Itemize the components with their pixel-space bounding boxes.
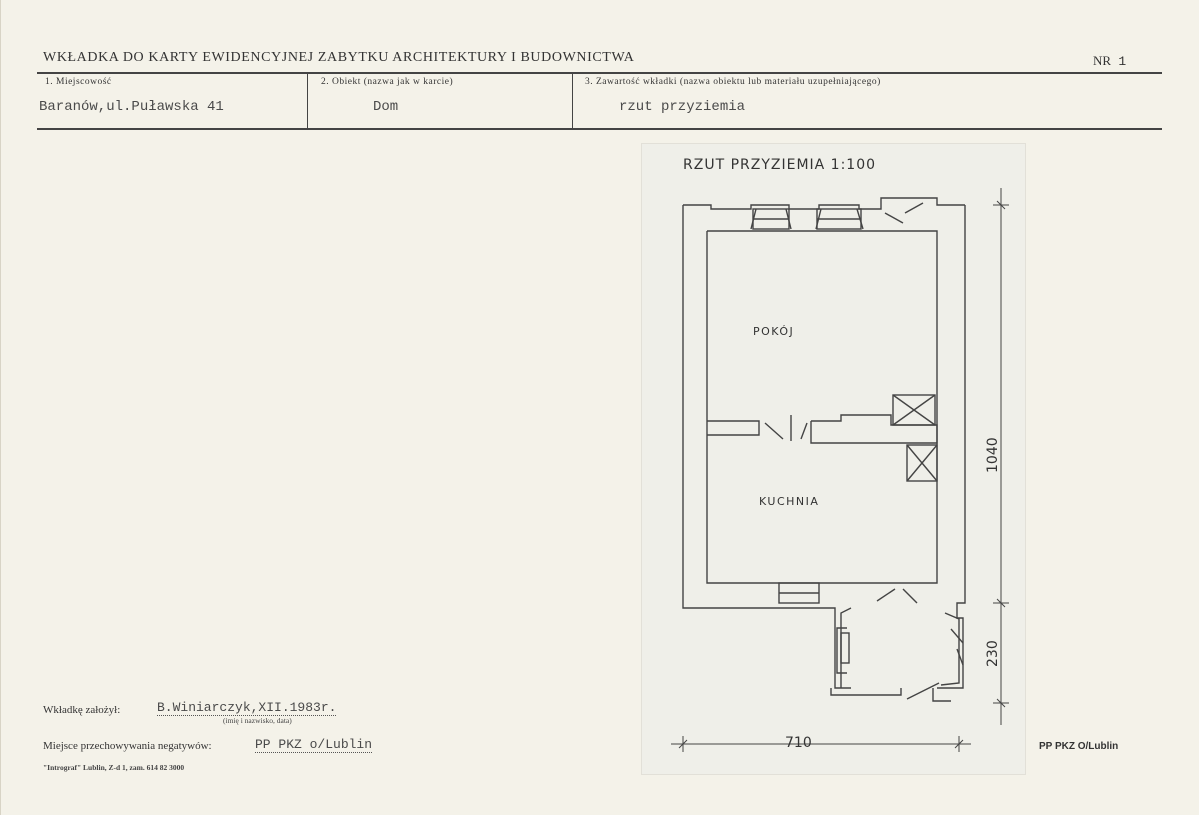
partition-wall-right	[810, 414, 938, 444]
dim-label-230: 230	[985, 640, 1001, 667]
card-number-label: NR	[1093, 53, 1112, 68]
founded-label: Wkładkę założył:	[43, 704, 121, 716]
storage-value: PP PKZ o/Lublin	[255, 737, 373, 753]
field-2-label: 2. Obiekt (nazwa jak w karcie)	[321, 77, 454, 87]
field-3-value: rzut przyziemia	[619, 99, 746, 115]
field-divider-1	[307, 74, 308, 128]
field-1-label: 1. Miejscowość	[45, 77, 112, 87]
field-3-label: 3. Zawartość wkładki (nazwa obiektu lub …	[585, 77, 881, 87]
inner-wall	[706, 230, 938, 584]
plan-title: RZUT PRZYZIEMIA 1:100	[683, 157, 876, 173]
field-divider-2	[572, 74, 573, 128]
field-1-value: Baranów,ul.Puławska 41	[39, 99, 224, 115]
founded-hint: (imię i nazwisko, data)	[223, 716, 292, 725]
card-number-value: 1	[1118, 54, 1127, 69]
card-number: NR 1	[1093, 53, 1126, 69]
dim-label-1040: 1040	[985, 437, 1001, 473]
chimney-2	[906, 444, 938, 482]
header-top-rule	[37, 72, 1162, 74]
founded-value: B.Winiarczyk,XII.1983r.	[157, 700, 337, 716]
porch-window	[840, 632, 850, 664]
card-title: WKŁADKA DO KARTY EWIDENCYJNEJ ZABYTKU AR…	[43, 50, 635, 65]
dim-label-710: 710	[785, 735, 812, 751]
chimney-1	[892, 394, 936, 426]
floor-plan-sheet	[641, 143, 1026, 775]
institution-stamp: PP PKZ O/Lublin	[1039, 741, 1119, 752]
header-bottom-rule	[37, 128, 1162, 130]
top-wall	[683, 197, 965, 210]
partition-wall	[707, 420, 760, 436]
printer-note: "Intrograf" Lublin, Z-d 1, zam. 614 82 3…	[43, 763, 185, 772]
outer-wall	[682, 205, 851, 689]
storage-label: Miejsce przechowywania negatywów:	[43, 740, 212, 752]
room-label-kuchnia: KUCHNIA	[759, 495, 819, 508]
field-2-value: Dom	[373, 99, 399, 115]
room-label-pokoj: POKÓJ	[753, 325, 794, 338]
floor-plan-drawing: RZUT PRZYZIEMIA 1:100 POKÓJ KUCHNIA 1040…	[671, 157, 1009, 752]
